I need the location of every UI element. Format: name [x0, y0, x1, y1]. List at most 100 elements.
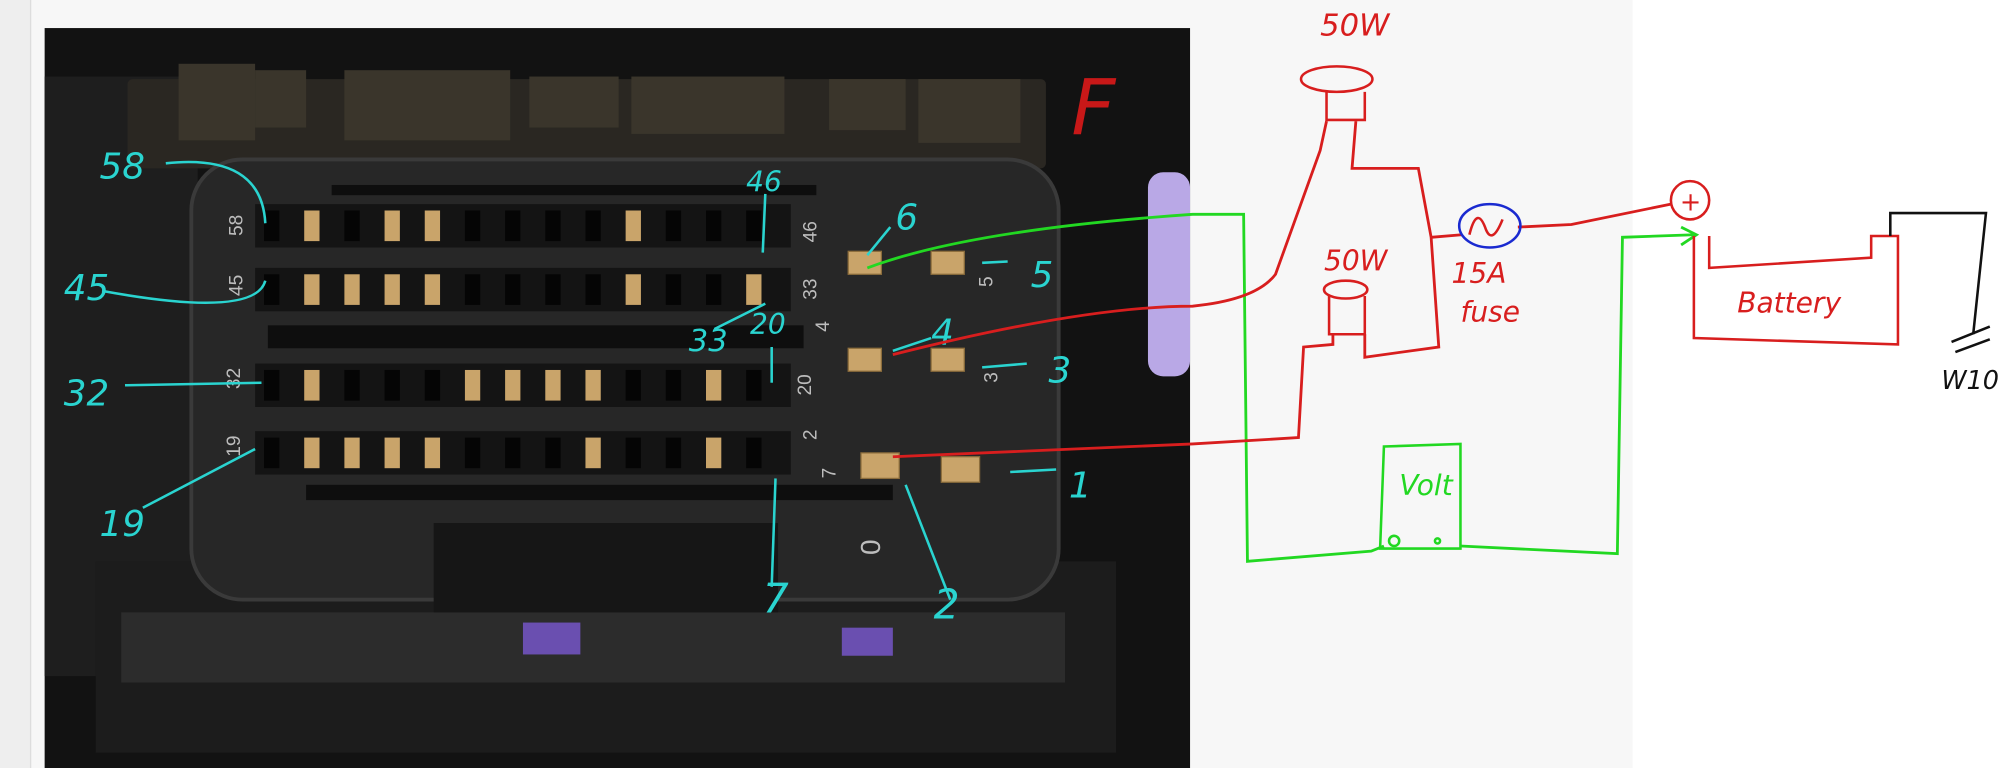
pin-slot — [304, 210, 320, 242]
pin-slot — [585, 369, 601, 401]
pin-slot — [705, 210, 722, 242]
pin-slot — [705, 369, 722, 401]
pin-slot — [344, 274, 360, 305]
svg-text:7: 7 — [819, 468, 840, 479]
ground-icon — [1951, 325, 1991, 354]
svg-text:2: 2 — [800, 429, 821, 440]
pin-slot — [464, 369, 481, 401]
pin-slot — [344, 437, 360, 469]
pin-slot — [625, 369, 641, 401]
pin-slot — [665, 274, 682, 305]
fuse-rating: 15A — [1452, 257, 1507, 290]
pin-leader-lines — [101, 160, 1057, 601]
pin-slot — [304, 369, 320, 401]
pin-slot — [264, 369, 280, 401]
fuse-to-battery-wire — [1517, 202, 1672, 229]
diagram-labels: 50W 50W 15A fuse + Battery Volt W10 — [1320, 9, 1999, 502]
pin-slot — [424, 369, 441, 401]
pin-slot — [304, 274, 320, 305]
svg-text:58: 58 — [99, 147, 144, 188]
svg-text:2: 2 — [934, 581, 960, 629]
pin-slot — [705, 437, 722, 469]
pin-slot — [344, 369, 360, 401]
pin-slot — [464, 210, 481, 242]
svg-text:0: 0 — [855, 539, 886, 555]
pin-slot — [625, 437, 641, 469]
pin-slot — [585, 437, 601, 469]
arrow-head-icon — [1680, 225, 1700, 247]
corner-mark: F — [1071, 64, 1116, 153]
wires — [866, 120, 1700, 563]
pin-slot — [424, 210, 441, 242]
lamp-top-icon — [1299, 65, 1374, 122]
pin-slot — [384, 274, 400, 305]
pin-slot — [746, 369, 762, 401]
svg-text:33: 33 — [689, 324, 728, 359]
svg-text:4: 4 — [813, 321, 834, 332]
svg-text:32: 32 — [64, 374, 109, 415]
pin-slot — [665, 437, 682, 469]
pin-slot — [705, 274, 722, 305]
voltmeter-icon — [1378, 442, 1462, 550]
positive-terminal-icon — [1669, 179, 1711, 221]
circuit-diagram — [1299, 65, 1991, 550]
pin-slot — [505, 369, 521, 401]
pin-slot — [545, 437, 561, 469]
battery-label: Battery — [1737, 287, 1841, 320]
pin-slot — [746, 437, 762, 469]
pin-slot — [384, 369, 400, 401]
left-gutter — [0, 0, 31, 768]
pin-slot — [585, 210, 601, 242]
svg-text:6: 6 — [895, 198, 918, 239]
svg-text:19: 19 — [224, 435, 245, 456]
pin-slot — [625, 210, 641, 242]
pin-slot — [505, 437, 521, 469]
fuse-label: fuse — [1460, 295, 1520, 328]
svg-text:20: 20 — [750, 308, 786, 341]
svg-text:33: 33 — [800, 279, 821, 300]
svg-text:45: 45 — [226, 275, 247, 296]
power-pins — [847, 250, 981, 483]
pin-slot — [464, 437, 481, 469]
pin-slot — [665, 369, 682, 401]
svg-text:46: 46 — [746, 165, 782, 198]
pin-slot — [505, 210, 521, 242]
battery-icon — [1692, 234, 1900, 346]
svg-text:5: 5 — [976, 276, 997, 287]
lamp-top-feed-wire — [892, 120, 1328, 357]
ground-wire-green — [866, 212, 1385, 563]
molded-labels: 58 45 32 19 33 46 5 4 20 2 3 7 0 — [224, 215, 1003, 555]
svg-text:45: 45 — [64, 268, 109, 309]
pin-slot — [545, 210, 561, 242]
positive-symbol: + — [1680, 187, 1701, 217]
pin-slot — [424, 274, 441, 305]
pin-slot — [746, 274, 762, 305]
pin-annotations: 58 45 32 19 46 33 20 6 5 4 3 1 2 7 — [64, 147, 1092, 629]
pin-slot — [505, 274, 521, 305]
svg-text:1: 1 — [1069, 466, 1092, 507]
voltmeter-label: Volt — [1399, 469, 1453, 502]
lamp-mid-label: 50W — [1324, 244, 1389, 277]
lamp-top-label: 50W — [1320, 9, 1391, 44]
lamp-mid-feed-wire — [892, 334, 1335, 459]
pin-slot — [585, 274, 601, 305]
pin-slot — [264, 274, 280, 305]
pin-slot — [424, 437, 441, 469]
pin-slot — [304, 437, 320, 469]
svg-text:20: 20 — [795, 374, 816, 395]
lamp-mid-icon — [1322, 279, 1369, 336]
svg-text:7: 7 — [763, 574, 789, 622]
pin-slot — [384, 210, 400, 242]
pin-slot — [665, 210, 682, 242]
pin-slot — [545, 274, 561, 305]
pin-slot — [264, 437, 280, 469]
svg-text:5: 5 — [1031, 255, 1054, 296]
pin-slot — [625, 274, 641, 305]
pin-slot — [264, 210, 280, 242]
fuse-icon — [1457, 202, 1522, 249]
pin-slot — [384, 437, 400, 469]
pin-slot — [464, 274, 481, 305]
svg-text:46: 46 — [800, 221, 821, 242]
svg-text:58: 58 — [226, 215, 247, 236]
